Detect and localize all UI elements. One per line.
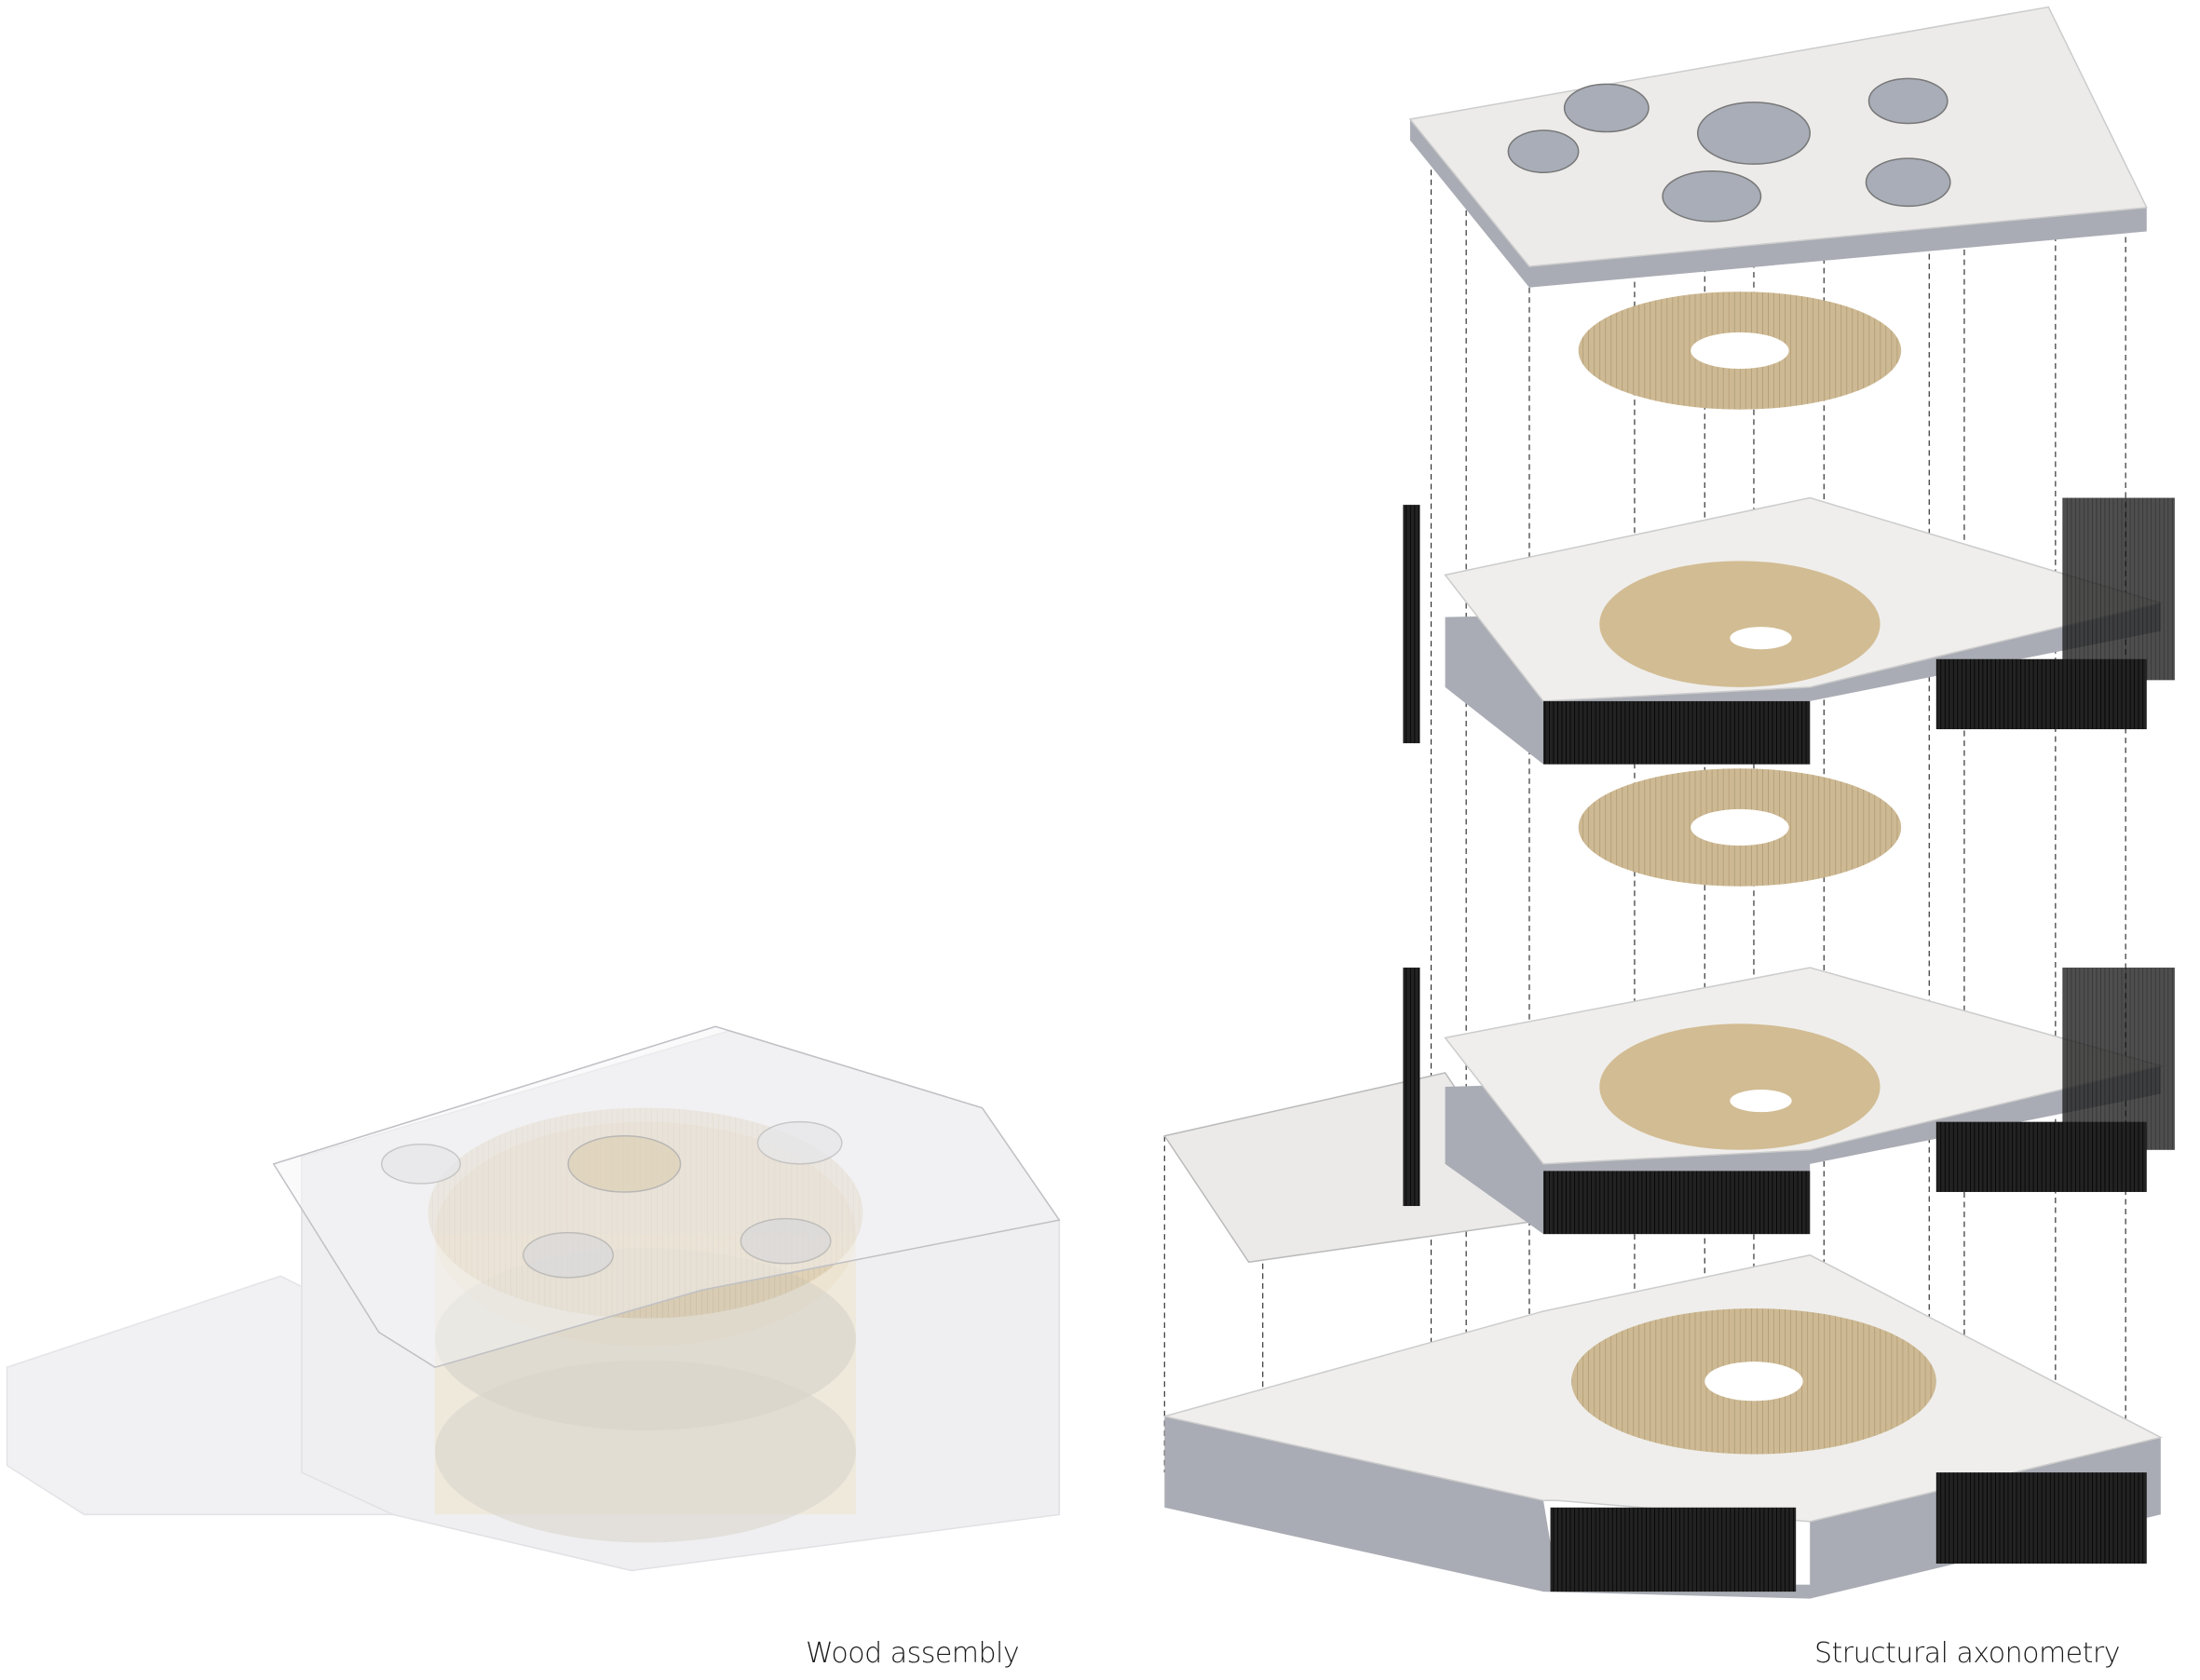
ghost-roof-glass bbox=[272, 1025, 1061, 1369]
caption-structural-axonometry: Structural axonometry bbox=[1814, 1637, 2120, 1670]
roof-slab bbox=[1408, 6, 2148, 288]
wood-assembly-model bbox=[6, 1025, 1061, 1572]
second-floor-wood-ceiling bbox=[1578, 768, 1902, 887]
structural-axonometry-model bbox=[1163, 6, 2175, 1599]
caption-wood-assembly: Wood assembly bbox=[806, 1637, 1020, 1670]
first-floor-wood-floor bbox=[1599, 561, 1881, 687]
second-floor-slab bbox=[1403, 967, 2175, 1235]
first-floor-wood-ceiling bbox=[1578, 291, 1902, 410]
first-floor-slab bbox=[1403, 496, 2175, 765]
second-floor-wood-floor bbox=[1599, 1023, 1881, 1150]
ground-floor-slab bbox=[1164, 1253, 2163, 1599]
roof-skylights bbox=[1507, 77, 1951, 223]
